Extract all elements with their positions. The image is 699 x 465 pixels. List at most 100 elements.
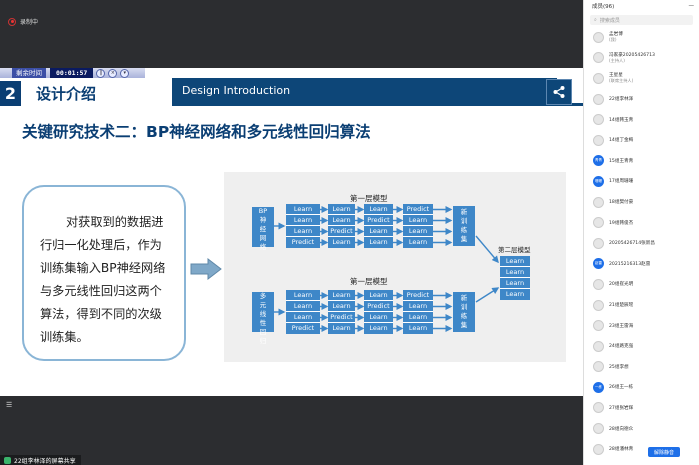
member-info: 冯家豪20205426713(主持人) bbox=[609, 52, 655, 64]
member-name: 26组王一栋 bbox=[609, 385, 634, 391]
block-cell: Predict bbox=[291, 324, 315, 333]
member-name: 15组王青青 bbox=[609, 158, 634, 164]
block-cell: Learn bbox=[364, 227, 393, 238]
members-header: 成员(96) — bbox=[584, 0, 699, 12]
member-item[interactable]: 28组向德众 bbox=[584, 418, 699, 439]
record-icon bbox=[8, 17, 16, 26]
avatar bbox=[593, 423, 604, 435]
member-list: 孟岩博(我) 冯家豪20205426713(主持人) 王星星(联席主持人) 22组李林… bbox=[584, 27, 699, 459]
member-name: 17组周珊珊 bbox=[609, 179, 634, 185]
member-item[interactable]: 珊珊 17组周珊珊 bbox=[584, 171, 699, 192]
member-search-input[interactable]: ⌕ 搜索成员 bbox=[590, 15, 693, 25]
block-cell: Predict bbox=[364, 216, 393, 226]
block-cell: Learn bbox=[364, 291, 393, 301]
mlr-block-label: 多元线性回归 bbox=[259, 292, 267, 345]
member-info: 王星星(联席主持人) bbox=[609, 72, 633, 84]
avatar: 珊珊 bbox=[593, 175, 604, 187]
block-cell: Learn bbox=[408, 324, 428, 333]
member-info: 20组崔光明 bbox=[609, 281, 633, 287]
share-button[interactable] bbox=[546, 79, 572, 105]
member-item[interactable]: 28组潘林青 bbox=[584, 439, 699, 460]
block-cell: Learn bbox=[408, 238, 428, 247]
member-item[interactable]: 23组王雷海 bbox=[584, 315, 699, 336]
avatar: 赵雷 bbox=[593, 258, 604, 270]
member-item[interactable]: 赵雷 20215216313赵雷 bbox=[584, 254, 699, 275]
new-train-set-top-label: 新训练集 bbox=[460, 208, 468, 243]
block-cell: Learn bbox=[286, 205, 320, 215]
member-item[interactable]: 24组路克强 bbox=[584, 336, 699, 357]
block-cell: Learn bbox=[286, 216, 320, 226]
timer-pause-icon[interactable]: ‖ bbox=[96, 68, 106, 78]
member-item[interactable]: 25组李想 bbox=[584, 357, 699, 378]
avatar bbox=[593, 340, 604, 352]
share-icon bbox=[553, 86, 565, 98]
member-item[interactable]: 冯家豪20205426713(主持人) bbox=[584, 48, 699, 69]
recording-indicator: 录制中 bbox=[8, 17, 38, 26]
member-item[interactable]: 20205426714张新昌 bbox=[584, 233, 699, 254]
member-info: 28组向德众 bbox=[609, 426, 633, 432]
right-arrow-icon bbox=[190, 258, 222, 280]
presentation-slide: 剩余时间 00:01:57 ‖ × ▾ 2 设计介绍 Design Introd… bbox=[0, 68, 583, 396]
member-info: 27组张岩辉 bbox=[609, 405, 633, 411]
timer-close-icon[interactable]: × bbox=[108, 68, 118, 78]
member-name: 孟岩博 bbox=[609, 32, 623, 38]
block-cell: Learn bbox=[328, 216, 355, 226]
member-info: 20215216313赵雷 bbox=[609, 261, 650, 267]
share-status-label: 22组李林泽的屏幕共享 bbox=[14, 457, 76, 465]
member-name: 28组向德众 bbox=[609, 426, 634, 432]
member-info: 28组潘林青 bbox=[609, 446, 633, 452]
block-cell: Learn bbox=[505, 290, 525, 299]
member-item[interactable]: 27组张岩辉 bbox=[584, 398, 699, 419]
member-role: (主持人) bbox=[609, 57, 625, 63]
connector-arrow bbox=[475, 235, 499, 264]
member-name: 27组张岩辉 bbox=[609, 405, 634, 411]
member-name: 20205426714张新昌 bbox=[609, 241, 655, 247]
member-name: 24组路克强 bbox=[609, 344, 634, 350]
search-placeholder: 搜索成员 bbox=[599, 17, 620, 24]
member-info: 24组路克强 bbox=[609, 343, 633, 349]
block-cell: Learn bbox=[403, 227, 433, 238]
bubble-line: 算法，得到不同的次级 bbox=[40, 307, 162, 321]
member-item[interactable]: 14组丁金梅 bbox=[584, 130, 699, 151]
share-status-bar[interactable]: 22组李林泽的屏幕共享 bbox=[0, 455, 81, 465]
block-cell: Learn bbox=[403, 216, 433, 226]
collapse-icon[interactable]: — bbox=[688, 3, 695, 9]
member-item[interactable]: 14组韩玉青 bbox=[584, 109, 699, 130]
new-train-set-bottom: 新训练集 bbox=[453, 292, 475, 332]
section-number: 2 bbox=[0, 81, 21, 106]
member-item[interactable]: 21组楚辰瑶 bbox=[584, 295, 699, 316]
block-cell: Learn bbox=[328, 291, 355, 301]
avatar bbox=[593, 402, 604, 414]
member-info: 17组周珊珊 bbox=[609, 178, 633, 184]
avatar bbox=[593, 443, 604, 455]
member-role: (联席主持人) bbox=[609, 78, 634, 84]
screen-share-area: 录制中 剩余时间 00:01:57 ‖ × ▾ 2 设计介绍 Design In… bbox=[0, 17, 583, 465]
timer-settings-icon[interactable]: ▾ bbox=[120, 68, 130, 78]
member-name: 19组韩俊杰 bbox=[609, 220, 634, 226]
member-item[interactable]: 22组李林泽 bbox=[584, 89, 699, 110]
menu-icon[interactable]: ☰ bbox=[6, 401, 13, 409]
avatar bbox=[593, 134, 604, 146]
member-info: 20205426714张新昌 bbox=[609, 240, 655, 246]
avatar bbox=[593, 114, 604, 126]
member-role: (我) bbox=[609, 37, 617, 43]
block-cell: Predict bbox=[403, 205, 433, 215]
avatar bbox=[593, 52, 604, 64]
member-item[interactable]: 王星星(联席主持人) bbox=[584, 68, 699, 89]
member-item[interactable]: 孟岩博(我) bbox=[584, 27, 699, 48]
timer-label: 剩余时间 bbox=[12, 68, 46, 78]
member-item[interactable]: 19组韩俊杰 bbox=[584, 212, 699, 233]
block-cell: Learn bbox=[332, 324, 351, 333]
member-item[interactable]: 20组崔光明 bbox=[584, 274, 699, 295]
member-info: 25组李想 bbox=[609, 364, 629, 370]
unmute-all-button[interactable]: 解除静音 bbox=[648, 447, 680, 457]
banner-stripe bbox=[172, 103, 583, 106]
avatar bbox=[593, 31, 604, 43]
block-cell: Learn bbox=[286, 313, 320, 324]
timer-value: 00:01:57 bbox=[50, 68, 94, 78]
member-item[interactable]: 18组樊付豪 bbox=[584, 192, 699, 213]
